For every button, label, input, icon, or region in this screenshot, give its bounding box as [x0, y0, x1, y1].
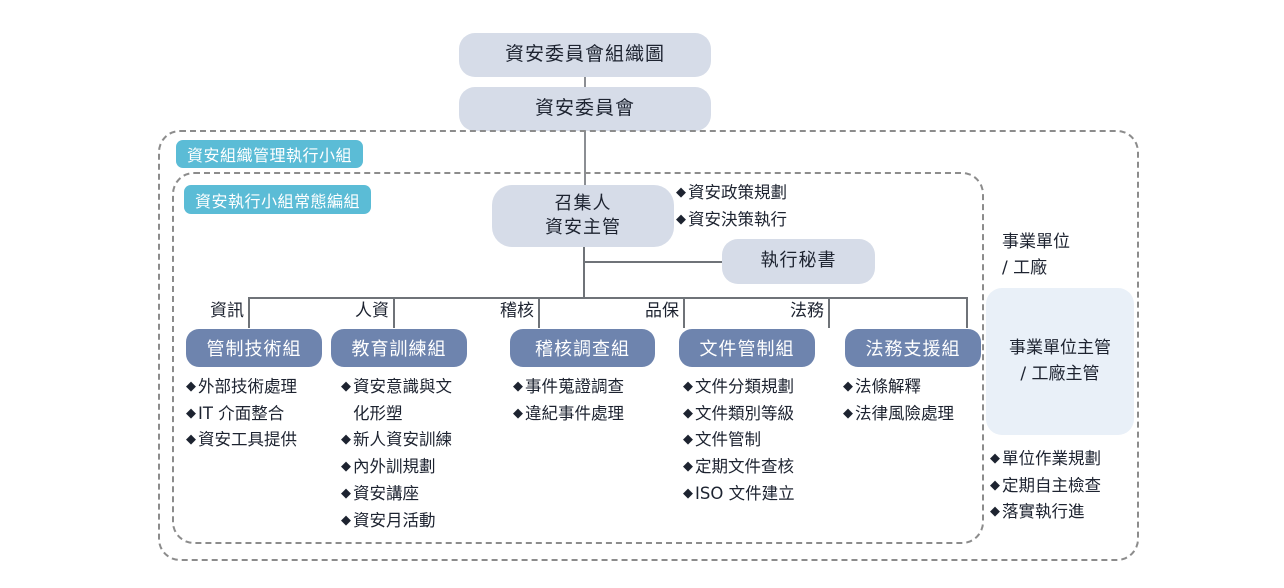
diamond-bullet-icon: ◆ — [990, 504, 1000, 520]
diamond-bullet-icon: ◆ — [683, 485, 693, 501]
diamond-bullet-icon: ◆ — [186, 379, 196, 394]
diamond-bullet-icon: ◆ — [676, 185, 686, 200]
diamond-bullet-icon: ◆ — [513, 379, 523, 394]
group-box-3: 文件管制組 — [679, 329, 815, 367]
diamond-bullet-icon: ◆ — [683, 379, 693, 394]
list-item: ◆ 違紀事件處理 — [513, 401, 663, 428]
list-item: ◆ 法條解釋 — [843, 374, 983, 401]
group-items-1: ◆ 資安意識與文 化形塑 ◆ 新人資安訓練 ◆ 內外訓規劃 ◆ 資安講座 ◆ 資… — [341, 374, 491, 534]
secretary-box: 執行秘書 — [722, 239, 875, 284]
list-item: ◆ 資安決策執行 — [676, 207, 876, 234]
connector-committee-to-convener — [584, 131, 586, 186]
inner-dashed-container — [172, 172, 984, 544]
connector-title-to-committee — [584, 77, 586, 87]
group-box-1: 教育訓練組 — [331, 329, 467, 367]
dept-label-1: 人資 — [355, 301, 389, 321]
group-box-2: 稽核調查組 — [510, 329, 655, 367]
diamond-bullet-icon: ◆ — [341, 432, 351, 448]
group-items-4: ◆ 法條解釋 ◆ 法律風險處理 — [843, 374, 983, 427]
badge-outer-group: 資安組織管理執行小組 — [176, 140, 364, 168]
group-box-4: 法務支援組 — [845, 329, 981, 367]
diamond-bullet-icon: ◆ — [843, 379, 853, 394]
group-box-0: 管制技術組 — [186, 329, 322, 367]
outer-dashed-container — [158, 130, 1139, 561]
committee-box: 資安委員會 — [459, 87, 711, 131]
diamond-bullet-icon: ◆ — [341, 485, 351, 501]
diamond-bullet-icon: ◆ — [990, 477, 1000, 493]
drop-tick-1 — [248, 297, 250, 328]
chart-title-box: 資安委員會組織圖 — [459, 33, 711, 77]
list-item: ◆ 文件類別等級 — [683, 401, 838, 428]
diamond-bullet-icon: ◆ — [341, 459, 351, 475]
business-unit-title: 事業單位 / 工廠 — [1002, 232, 1070, 278]
diamond-bullet-icon: ◆ — [676, 211, 686, 227]
list-item: ◆ 外部技術處理 — [186, 374, 331, 401]
dept-label-4: 法務 — [790, 301, 824, 321]
list-item: ◆ 資安講座 — [341, 481, 491, 508]
diamond-bullet-icon: ◆ — [513, 405, 523, 421]
business-unit-head-panel: 事業單位主管 / 工廠主管 — [986, 288, 1134, 435]
diamond-bullet-icon: ◆ — [186, 405, 196, 421]
list-item: ◆ 定期自主檢查 — [990, 473, 1140, 500]
dept-label-2: 稽核 — [500, 301, 534, 321]
list-item: ◆ 落實執行進 — [990, 499, 1140, 526]
list-item: ◆ 資安意識與文 化形塑 — [341, 374, 491, 427]
list-item: ◆ IT 介面整合 — [186, 401, 331, 428]
diamond-bullet-icon: ◆ — [683, 405, 693, 421]
group-items-3: ◆ 文件分類規劃 ◆ 文件類別等級 ◆ 文件管制 ◆ 定期文件查核 ◆ ISO … — [683, 374, 838, 508]
list-item: ◆ 內外訓規劃 — [341, 454, 491, 481]
dept-label-0: 資訊 — [210, 301, 244, 321]
list-item: ◆ 單位作業規劃 — [990, 446, 1140, 473]
list-item: ◆ 事件蒐證調查 — [513, 374, 663, 401]
drop-tick-3 — [538, 297, 540, 328]
connector-convener-spine — [583, 247, 585, 298]
business-unit-items: ◆ 單位作業規劃 ◆ 定期自主檢查 ◆ 落實執行進 — [990, 446, 1140, 526]
drop-tick-4 — [683, 297, 685, 328]
convener-duty-list: ◆ 資安政策規劃 ◆ 資安決策執行 — [676, 180, 876, 233]
diamond-bullet-icon: ◆ — [186, 432, 196, 448]
list-item: ◆ ISO 文件建立 — [683, 481, 838, 508]
drop-tick-5 — [828, 297, 830, 328]
diamond-bullet-icon: ◆ — [341, 512, 351, 528]
dept-label-3: 品保 — [645, 301, 679, 321]
drop-tick-6 — [966, 297, 968, 328]
diamond-bullet-icon: ◆ — [990, 451, 1000, 466]
list-item: ◆ 資安月活動 — [341, 508, 491, 535]
diamond-bullet-icon: ◆ — [683, 432, 693, 448]
connector-to-secretary — [583, 261, 728, 263]
list-item: ◆ 法律風險處理 — [843, 401, 983, 428]
list-item: ◆ 資安工具提供 — [186, 427, 331, 454]
list-item: ◆ 文件管制 — [683, 427, 838, 454]
list-item: ◆ 定期文件查核 — [683, 454, 838, 481]
list-item: ◆ 資安政策規劃 — [676, 180, 876, 207]
drop-tick-2 — [393, 297, 395, 328]
diamond-bullet-icon: ◆ — [341, 379, 351, 394]
convener-box: 召集人 資安主管 — [492, 185, 674, 247]
distribution-bar — [248, 297, 968, 299]
diamond-bullet-icon: ◆ — [683, 459, 693, 475]
list-item: ◆ 文件分類規劃 — [683, 374, 838, 401]
diamond-bullet-icon: ◆ — [843, 405, 853, 421]
group-items-2: ◆ 事件蒐證調查 ◆ 違紀事件處理 — [513, 374, 663, 427]
list-item: ◆ 新人資安訓練 — [341, 427, 491, 454]
group-items-0: ◆ 外部技術處理 ◆ IT 介面整合 ◆ 資安工具提供 — [186, 374, 331, 454]
badge-inner-group: 資安執行小組常態編組 — [184, 185, 372, 214]
